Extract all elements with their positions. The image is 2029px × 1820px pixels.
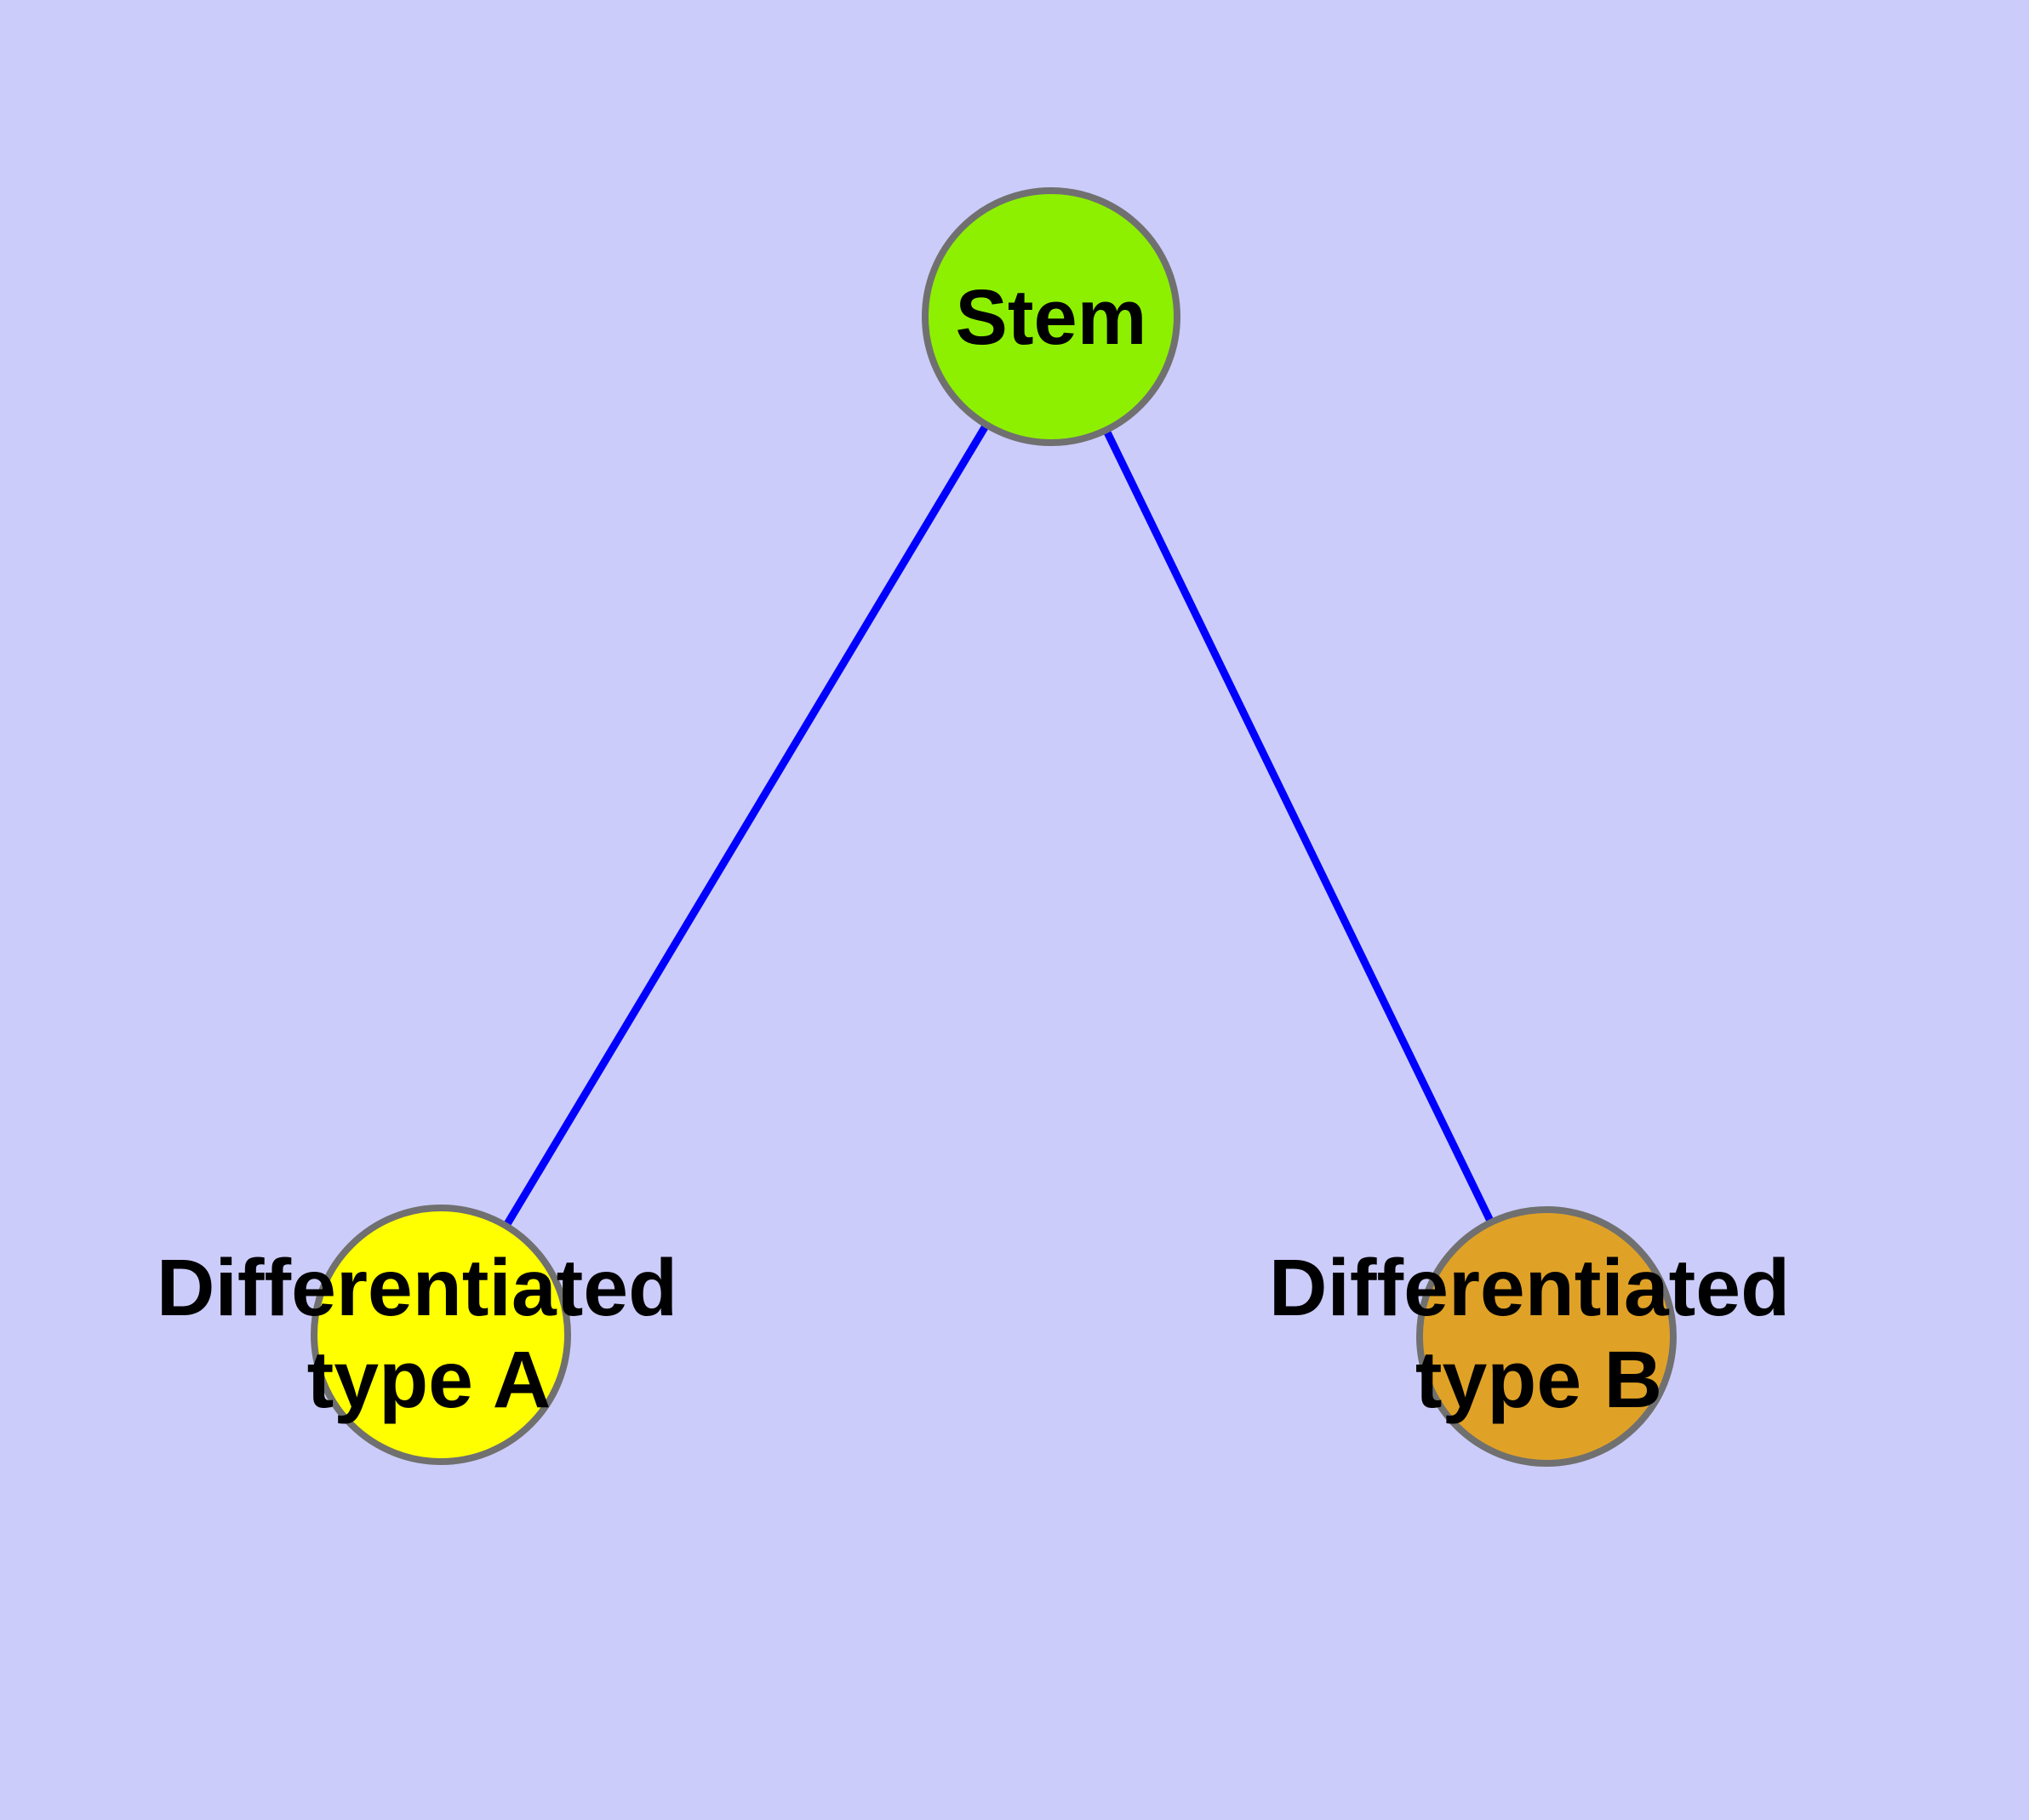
node-circle-stem[interactable] bbox=[922, 187, 1180, 446]
node-label-diff-a-line1: Differentiated bbox=[157, 1243, 677, 1333]
node-label-stem: Stem bbox=[956, 274, 1147, 361]
edge-stem-to-diff-a[interactable] bbox=[437, 314, 1055, 1337]
node-label-diff-b-line1: Differentiated bbox=[1269, 1243, 1790, 1333]
edge-layer bbox=[437, 314, 1551, 1338]
edge-stem-to-diff-b[interactable] bbox=[1047, 315, 1551, 1338]
node-circle-diff-a[interactable] bbox=[311, 1205, 571, 1465]
node-diff-b[interactable] bbox=[1416, 1206, 1677, 1467]
node-label-diff-b-line2: type B bbox=[1415, 1335, 1662, 1425]
node-diff-a[interactable] bbox=[311, 1205, 571, 1465]
label-layer: Stem Differentiated type A Differentiate… bbox=[157, 274, 1790, 1425]
node-label-diff-a-line2: type A bbox=[307, 1335, 552, 1425]
node-stem[interactable] bbox=[922, 187, 1180, 446]
node-layer bbox=[311, 187, 1677, 1467]
node-circle-diff-b[interactable] bbox=[1416, 1206, 1677, 1467]
